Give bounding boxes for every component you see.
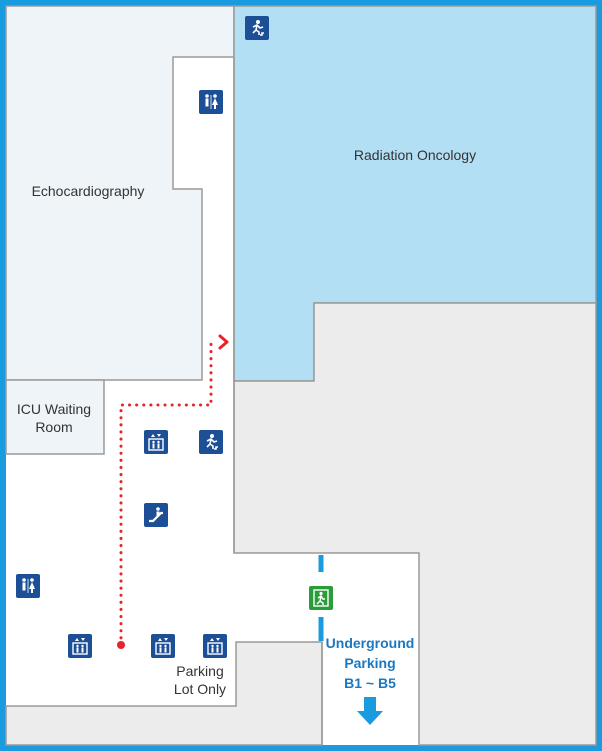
emergency-exit-icon: [309, 586, 333, 610]
elevator-icon: [68, 634, 92, 658]
route-path: [119, 339, 213, 647]
restroom-icon: [199, 90, 223, 114]
parking-lot-only-label: Parking Lot Only: [173, 663, 227, 697]
gray-area-right: [233, 302, 597, 746]
emergency-stairs-icon: [199, 430, 223, 454]
elevator-icon: [144, 430, 168, 454]
elevator-icon: [203, 634, 227, 658]
route-arrow-icon: [218, 334, 229, 350]
radiation-oncology-label: Radiation Oncology: [353, 147, 477, 163]
underground-parking-label: Underground Parking B1 ~ B5: [325, 635, 415, 691]
restroom-icon: [16, 574, 40, 598]
down-arrow-icon: [357, 697, 383, 725]
icu-waiting-room: [5, 379, 105, 455]
elevator-icon: [151, 634, 175, 658]
escalator-icon: [144, 503, 168, 527]
route-start-point: [117, 641, 125, 649]
echocardiography-label: Echocardiography: [31, 183, 145, 199]
icu-waiting-room-label: ICU Waiting Room: [16, 401, 92, 435]
emergency-stairs-icon: [245, 16, 269, 40]
